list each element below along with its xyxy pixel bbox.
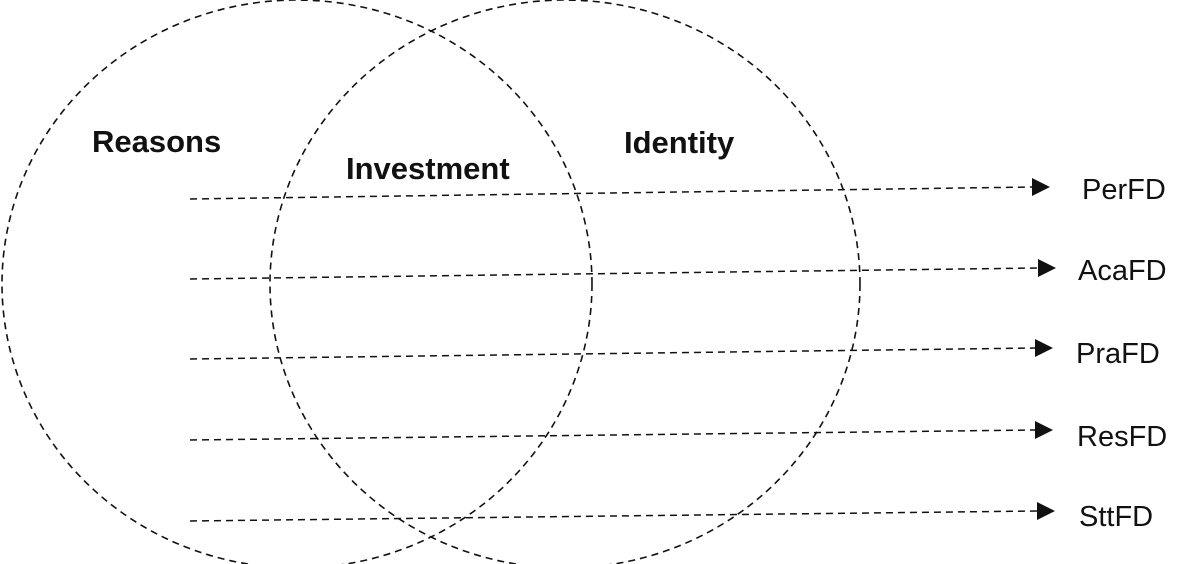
outcome-label-perfd: PerFD — [1082, 174, 1166, 206]
outcome-label-resfd: ResFD — [1077, 421, 1167, 453]
arrow-prafd — [189, 339, 1053, 360]
arrow-sttfd — [189, 502, 1055, 522]
identity-circle — [269, 0, 861, 564]
arrowhead-perfd-icon — [1032, 178, 1050, 196]
arrowhead-acafd-icon — [1038, 259, 1056, 277]
reasons-circle — [1, 0, 593, 564]
arrowhead-sttfd-icon — [1037, 502, 1055, 520]
arrow-line-prafd — [189, 347, 1036, 360]
arrow-resfd — [189, 421, 1053, 441]
arrow-line-sttfd — [189, 510, 1038, 522]
arrow-line-acafd — [189, 267, 1039, 280]
investment-label: Investment — [346, 151, 510, 186]
outcome-label-sttfd: SttFD — [1079, 501, 1153, 533]
arrowhead-prafd-icon — [1035, 339, 1053, 357]
arrow-line-perfd — [189, 186, 1033, 200]
arrow-perfd — [189, 178, 1050, 200]
arrow-acafd — [189, 259, 1056, 280]
reasons-label: Reasons — [92, 124, 221, 159]
arrow-line-resfd — [189, 429, 1036, 441]
outcome-label-prafd: PraFD — [1076, 338, 1160, 370]
arrowhead-resfd-icon — [1035, 421, 1053, 439]
outcome-label-acafd: AcaFD — [1078, 255, 1167, 287]
identity-label: Identity — [624, 125, 735, 160]
